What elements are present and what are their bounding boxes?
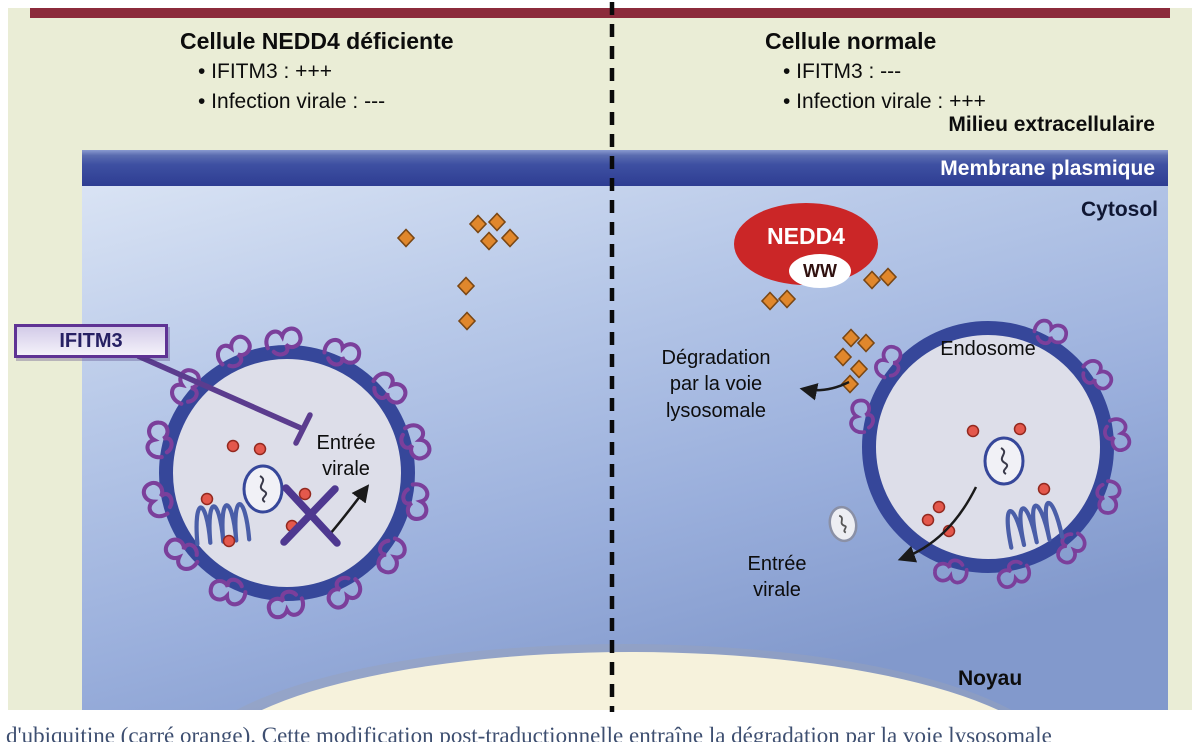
red-dot-icon — [966, 424, 980, 438]
right-endosome-group — [825, 313, 1132, 591]
nucleus-group — [236, 644, 1012, 710]
top-maroon-bar — [30, 8, 1170, 18]
red-dot-icon — [298, 487, 312, 501]
red-dot-icon — [1037, 482, 1051, 496]
ifitm3-label-box: IFITM3 — [14, 324, 168, 358]
red-dot-icon — [200, 492, 214, 506]
blocked-entry-arrow — [329, 484, 370, 535]
red-dot-icon — [253, 442, 267, 456]
panel-left-bullet-ifitm3: • IFITM3 : +++ — [198, 60, 332, 83]
inhibition-tbar-icon — [293, 412, 313, 446]
ww-domain-label: WW — [803, 261, 837, 281]
nucleus — [261, 652, 999, 710]
red-dot-icon — [226, 439, 240, 453]
degradation-arrow — [799, 380, 850, 401]
nedd4-group — [734, 203, 878, 288]
right-viral-entry-label: Entrée virale — [747, 553, 807, 602]
virus-particle-icon — [983, 436, 1025, 486]
left-endosome-group — [142, 329, 432, 619]
red-dot-icon — [1013, 422, 1027, 436]
virus-particle-icon — [242, 464, 284, 514]
figure-caption: d'ubiquitine (carré orange). Cette modif… — [6, 723, 1052, 742]
red-dot-icon — [222, 534, 236, 548]
extracellular-label: Milieu extracellulaire — [948, 113, 1155, 136]
nucleus-label: Noyau — [958, 667, 1023, 690]
red-dot-icon — [932, 500, 946, 514]
left-viral-entry-label: Entrée virale — [316, 432, 376, 481]
degradation-label: Dégradation par la voie lysosomale — [661, 347, 771, 422]
endosome-label: Endosome — [940, 338, 1036, 360]
nedd4-label: NEDD4 — [767, 223, 845, 249]
panel-title-right: Cellule normale — [765, 28, 937, 54]
panel-right-bullet-infection: • Infection virale : +++ — [783, 90, 986, 113]
panel-right-bullet-ifitm3: • IFITM3 : --- — [783, 60, 902, 83]
membrane-label: Membrane plasmique — [940, 157, 1155, 180]
cytosol-label: Cytosol — [1080, 198, 1158, 221]
inhibition-line — [136, 353, 305, 432]
blocked-cross-icon — [280, 484, 341, 547]
viral-entry-arrow — [897, 486, 978, 563]
ifitm3-inhibition — [136, 353, 313, 446]
ww-domain-ellipse — [789, 254, 851, 288]
plasma-membrane-band — [82, 150, 1168, 186]
panel-title-left: Cellule NEDD4 déficiente — [180, 28, 454, 54]
red-dot-icon — [921, 513, 935, 527]
panel-left-bullet-infection: • Infection virale : --- — [198, 90, 386, 113]
